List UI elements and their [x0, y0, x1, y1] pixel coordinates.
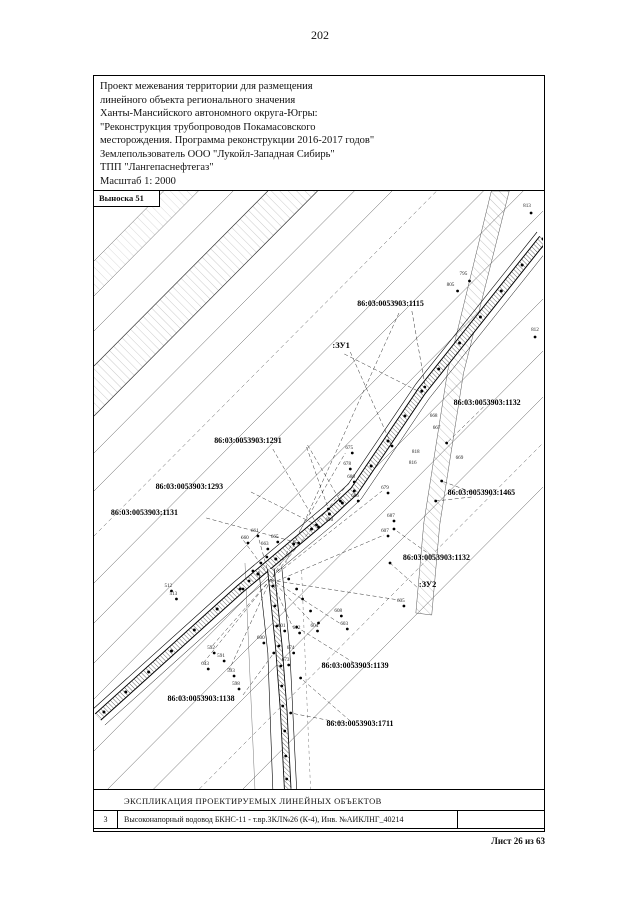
row-name-cell: Высоконапорный водовод БКНС-11 - т.вр.ЗК… — [118, 811, 458, 828]
row-number-cell: 3 — [94, 811, 118, 828]
title-line: Землепользователь ООО "Лукойл-Западная С… — [100, 148, 335, 160]
parcel-label: 86:03:0053903:1293 — [156, 482, 224, 491]
point-number: 674 — [287, 645, 295, 651]
inset-label-box: Выноска 51 — [94, 191, 160, 207]
parcel-label: 86:03:0053903:1711 — [326, 719, 393, 728]
point-number: 795 — [460, 271, 468, 277]
parcel-label: 86:03:0053903:1132 — [403, 553, 470, 562]
point-number: 607 — [381, 528, 389, 534]
point-number: 660 — [241, 535, 249, 541]
point-number: 690 — [325, 517, 333, 523]
parcel-label: 86:03:0053903:1291 — [214, 436, 282, 445]
point-number: 603 — [340, 621, 348, 627]
map-area: Выноска 51 — [94, 191, 543, 789]
point-number: 687 — [387, 513, 395, 519]
point-number: 675 — [345, 445, 353, 451]
explication-table: 3 Высоконапорный водовод БКНС-11 - т.вр.… — [94, 810, 544, 829]
point-number: 605 — [397, 598, 405, 604]
title-line: Масштаб 1: 2000 — [100, 175, 176, 187]
parcel-label-zu2: :ЗУ2 — [419, 579, 436, 589]
point-number: 661 — [251, 528, 259, 534]
title-line: линейного объекта регионального значения — [100, 94, 296, 106]
point-number: 601 — [278, 623, 286, 629]
sheet-number: Лист 26 из 63 — [491, 836, 545, 846]
point-number: 591 — [217, 653, 225, 659]
page-number: 202 — [311, 28, 329, 42]
parcel-label: 86:03:0053903:1465 — [448, 488, 516, 497]
sheet-frame: Проект межевания территории для размещен… — [93, 75, 545, 832]
point-number: 592 — [207, 645, 215, 651]
title-line: месторождения. Программа реконструкции 2… — [100, 135, 375, 146]
explication-section: ЭКСПЛИКАЦИЯ ПРОЕКТИРУЕМЫХ ЛИНЕЙНЫХ ОБЪЕК… — [94, 789, 544, 831]
inset-label-text: Выноска 51 — [99, 193, 144, 203]
table-row: 3 Высоконапорный водовод БКНС-11 - т.вр.… — [94, 811, 544, 828]
point-number: 513 — [169, 591, 177, 597]
point-number: 602 — [293, 625, 301, 631]
title-block: Проект межевания территории для размещен… — [94, 76, 544, 191]
title-line: ТПП "Лангепаснефтегаз" — [100, 162, 214, 173]
row-empty-cell — [458, 811, 544, 828]
survey-points — [102, 211, 543, 781]
point-number: 686 — [351, 493, 359, 499]
point-number: 593 — [227, 668, 235, 674]
point-number: 813 — [523, 203, 531, 209]
point-number: 512 — [165, 583, 173, 589]
point-number: 663 — [261, 541, 269, 547]
parcel-labels: 86:03:0053903:1115 :ЗУ1 86:03:0053903:11… — [111, 299, 521, 728]
point-number: 678 — [343, 461, 351, 467]
explication-title: ЭКСПЛИКАЦИЯ ПРОЕКТИРУЕМЫХ ЛИНЕЙНЫХ ОБЪЕК… — [124, 796, 382, 806]
point-number: 816 — [409, 460, 417, 466]
point-number: 608 — [334, 608, 342, 614]
point-number: 812 — [531, 327, 539, 333]
point-number: 673 — [282, 657, 290, 663]
leader-lines — [203, 310, 484, 724]
point-number: 667 — [433, 425, 441, 431]
point-number: 680 — [347, 474, 355, 480]
parcel-label: 86:03:0053903:1139 — [321, 661, 388, 670]
parcel-label: 86:03:0053903:1131 — [111, 508, 178, 517]
point-number: 643 — [201, 661, 209, 667]
point-number: 604 — [311, 623, 319, 629]
point-numbers: 813 812 795 805 668 667 669 818 816 675 … — [165, 203, 540, 687]
point-number: 805 — [447, 282, 455, 288]
parcel-label: 86:03:0053903:1115 — [357, 299, 424, 308]
point-number: 818 — [412, 449, 420, 455]
cadastral-map: 813 812 795 805 668 667 669 818 816 675 … — [94, 191, 543, 789]
parcel-label: 86:03:0053903:1132 — [454, 398, 521, 407]
title-line: "Реконструкция трубопроводов Покамасовск… — [100, 121, 316, 133]
parcel-label: 86:03:0053903:1138 — [168, 694, 235, 703]
point-number: 668 — [430, 413, 438, 419]
title-line: Ханты-Мансийского автономного округа-Югр… — [100, 108, 318, 119]
point-number: 600 — [257, 635, 265, 641]
parcel-label-zu1: :ЗУ1 — [332, 340, 349, 350]
branch-pipeline-corridor — [258, 566, 297, 789]
point-number: 679 — [381, 485, 389, 491]
point-number: 665 — [271, 534, 279, 540]
point-number: 669 — [456, 455, 464, 461]
title-line: Проект межевания территории для размещен… — [100, 81, 313, 92]
point-number: 598 — [232, 681, 240, 687]
